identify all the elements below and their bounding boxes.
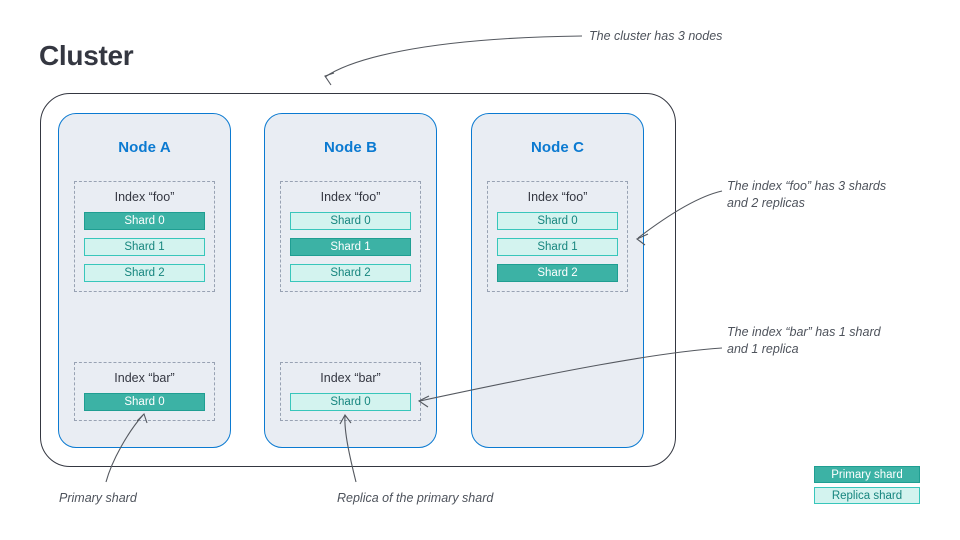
shard-bar-0[interactable]: Shard 0 <box>84 393 205 411</box>
node-c-title: Node C <box>530 139 585 156</box>
node-a[interactable]: Node A Index “foo” Shard 0 Shard 1 Shard… <box>58 113 231 448</box>
legend-item-replica-shard: Replica shard <box>814 487 920 504</box>
shard-foo-2[interactable]: Shard 2 <box>84 264 205 282</box>
legend: Primary shard Replica shard <box>814 466 920 504</box>
shard-foo-1[interactable]: Shard 1 <box>84 238 205 256</box>
node-b-index-bar: Index “bar” Shard 0 <box>280 362 421 421</box>
annotation-primary-shard: Primary shard <box>59 491 137 505</box>
index-label: Index “bar” <box>320 371 381 385</box>
index-label: Index “bar” <box>114 371 175 385</box>
arrowhead-cluster <box>324 72 335 86</box>
annotation-cluster-nodes: The cluster has 3 nodes <box>589 29 723 43</box>
node-a-index-bar: Index “bar” Shard 0 <box>74 362 215 421</box>
node-b[interactable]: Node B Index “foo” Shard 0 Shard 1 Shard… <box>264 113 437 448</box>
node-c-index-foo: Index “foo” Shard 0 Shard 1 Shard 2 <box>487 181 628 292</box>
shard-bar-0[interactable]: Shard 0 <box>290 393 411 411</box>
shard-foo-2[interactable]: Shard 2 <box>497 264 618 282</box>
index-label: Index “foo” <box>114 190 175 204</box>
page-title: Cluster <box>39 40 134 71</box>
annotation-index-bar: The index “bar” has 1 shard and 1 replic… <box>727 325 881 356</box>
shard-foo-2[interactable]: Shard 2 <box>290 264 411 282</box>
connector-cluster <box>324 35 583 78</box>
shard-foo-1[interactable]: Shard 1 <box>290 238 411 256</box>
shard-foo-0[interactable]: Shard 0 <box>290 212 411 230</box>
annotation-replica-of-primary: Replica of the primary shard <box>337 491 494 505</box>
index-label: Index “foo” <box>320 190 381 204</box>
index-label: Index “foo” <box>527 190 588 204</box>
annotation-index-foo: The index “foo” has 3 shards and 2 repli… <box>727 179 887 210</box>
node-a-index-foo: Index “foo” Shard 0 Shard 1 Shard 2 <box>74 181 215 292</box>
shard-foo-0[interactable]: Shard 0 <box>84 212 205 230</box>
node-a-title: Node A <box>118 139 171 156</box>
node-c[interactable]: Node C Index “foo” Shard 0 Shard 1 Shard… <box>471 113 644 448</box>
node-b-index-foo: Index “foo” Shard 0 Shard 1 Shard 2 <box>280 181 421 292</box>
shard-foo-1[interactable]: Shard 1 <box>497 238 618 256</box>
node-b-title: Node B <box>323 139 378 156</box>
legend-item-primary-shard: Primary shard <box>814 466 920 483</box>
shard-foo-0[interactable]: Shard 0 <box>497 212 618 230</box>
